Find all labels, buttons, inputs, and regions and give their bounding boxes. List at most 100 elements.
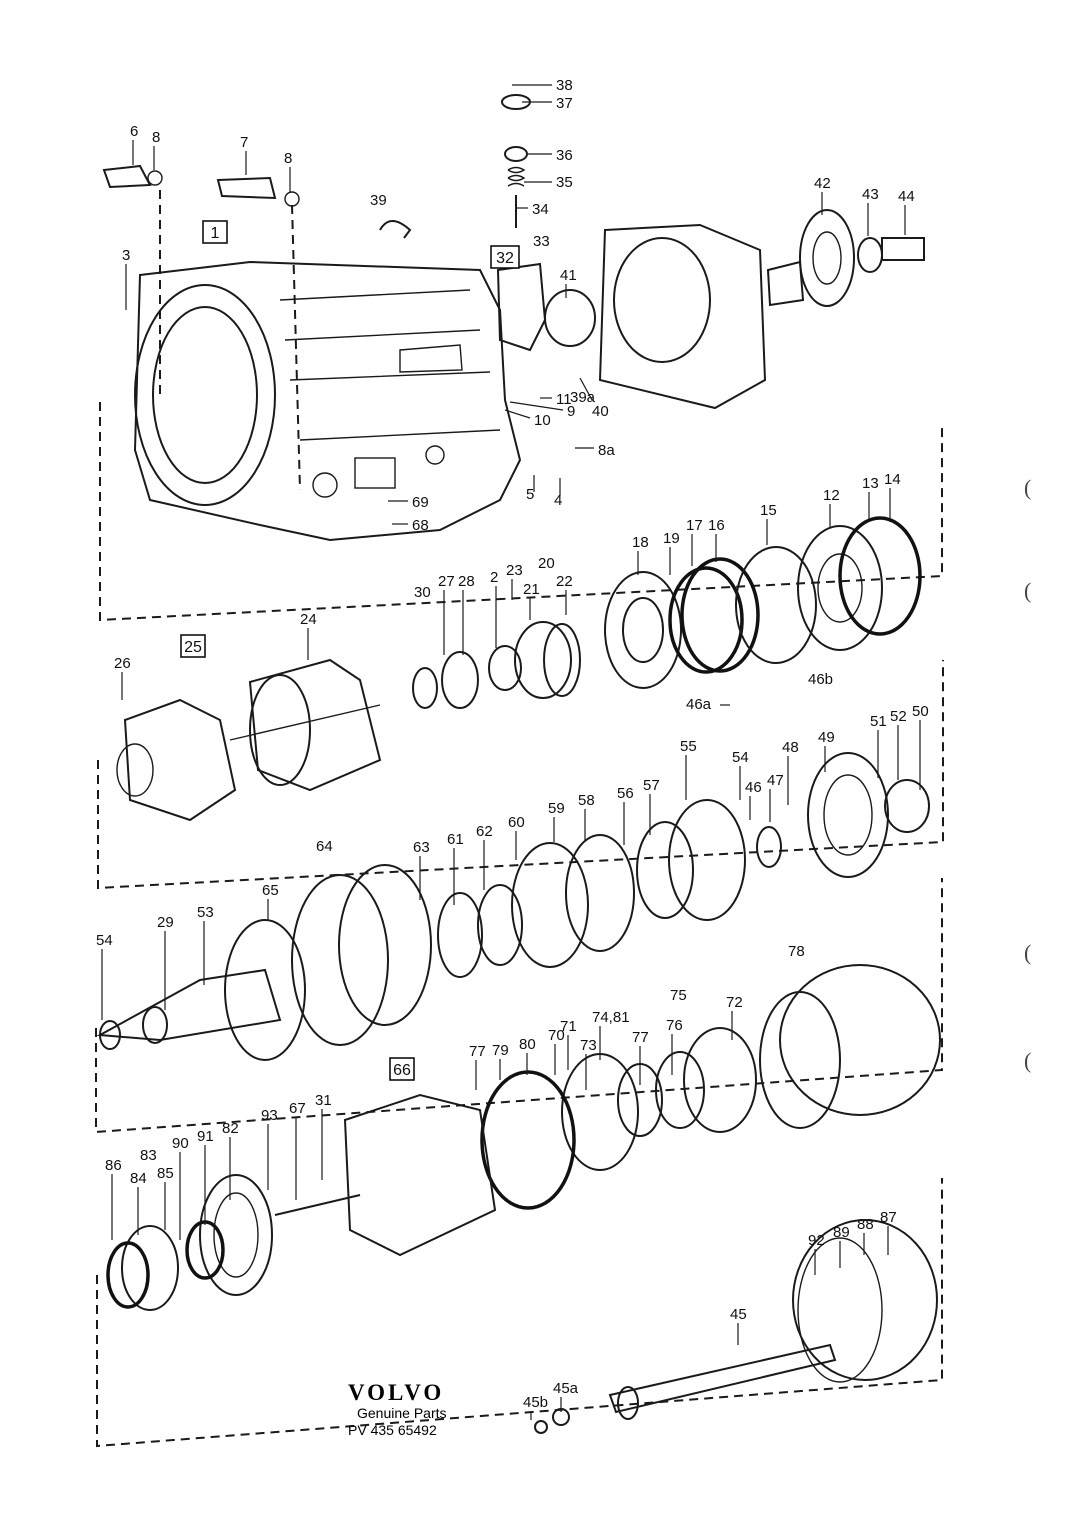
part-callout: 90 — [172, 1135, 189, 1152]
part-callout: 13 — [862, 475, 879, 492]
part-number-label: PV 435 65492 — [348, 1422, 437, 1438]
part-callout: 26 — [114, 655, 131, 672]
volvo-logo: VOLVO — [348, 1380, 444, 1405]
part-callout: 45a — [553, 1380, 579, 1397]
part-callout: 20 — [538, 555, 555, 572]
part-callout: 49 — [818, 729, 835, 746]
part-callout: 82 — [222, 1120, 239, 1137]
margin-mark: ( — [1024, 1048, 1031, 1073]
margin-marks: ( ( ( ( — [1024, 475, 1031, 1073]
callout-leader — [579, 377, 593, 401]
valve-stack — [102, 94, 596, 491]
assembly-box — [389, 1057, 415, 1081]
part-callout: 19 — [663, 530, 680, 547]
part-callout: 89 — [833, 1224, 850, 1241]
part-callout: 21 — [523, 581, 540, 598]
part-callout: 3 — [122, 247, 130, 264]
part-callout: 85 — [157, 1165, 174, 1182]
part-callout: 16 — [708, 517, 725, 534]
part-callout: 45 — [730, 1306, 747, 1323]
part-callout: 44 — [898, 188, 915, 205]
part-callout: 8 — [284, 150, 292, 167]
part-callout: 83 — [140, 1147, 157, 1164]
part-callout: 4 — [554, 492, 562, 509]
part-callout: 46a — [686, 696, 712, 713]
part-callout: 87 — [880, 1209, 897, 1226]
genuine-parts-label: Genuine Parts — [357, 1405, 447, 1421]
part-callout: 69 — [412, 494, 429, 511]
part-callout: 64 — [316, 838, 333, 855]
part-callout: 55 — [680, 738, 697, 755]
part-callout: 43 — [862, 186, 879, 203]
part-callout: 41 — [560, 267, 577, 284]
part-callout: 47 — [767, 772, 784, 789]
transmission-housing — [133, 260, 522, 542]
assembly-number-boxes: 1 32 25 66 — [180, 220, 520, 1081]
part-callout: 34 — [532, 201, 549, 218]
part-callout: 79 — [492, 1042, 509, 1059]
part-callout: 42 — [814, 175, 831, 192]
part-callout: 68 — [412, 517, 429, 534]
part-callout: 60 — [508, 814, 525, 831]
margin-mark: ( — [1024, 475, 1031, 500]
section-frames — [95, 402, 944, 1448]
part-callout: 80 — [519, 1036, 536, 1053]
part-callout: 9 — [567, 403, 575, 420]
part-callout: 92 — [808, 1232, 825, 1249]
rear-clutch-assembly — [106, 964, 941, 1434]
assembly-number: 25 — [184, 639, 202, 656]
part-callout: 45b — [523, 1394, 548, 1411]
part-callout: 15 — [760, 502, 777, 519]
part-callout: 77 — [469, 1043, 486, 1060]
part-callout: 74,81 — [592, 1009, 630, 1026]
part-callout: 88 — [857, 1216, 874, 1233]
part-callout: 54 — [732, 749, 749, 766]
part-callout: 27 — [438, 573, 455, 590]
part-callout: 54 — [96, 932, 113, 949]
part-callout: 8a — [598, 442, 615, 459]
part-callout: 71 — [560, 1018, 577, 1035]
part-callout: 39 — [370, 192, 387, 209]
part-callout: 30 — [414, 584, 431, 601]
part-callout: 67 — [289, 1100, 306, 1117]
part-callout: 70 — [548, 1027, 565, 1044]
part-callout: 8 — [152, 129, 160, 146]
part-callout: 24 — [300, 611, 317, 628]
part-callout: 36 — [556, 147, 573, 164]
part-callout: 33 — [533, 233, 550, 250]
part-callout: 59 — [548, 800, 565, 817]
part-callout: 5 — [526, 486, 534, 503]
part-callout: 61 — [447, 831, 464, 848]
part-callout: 35 — [556, 174, 573, 191]
assembly-number: 66 — [393, 1062, 411, 1079]
part-callout: 11 — [556, 391, 572, 408]
part-callout: 77 — [632, 1029, 649, 1046]
part-callout: 46 — [745, 779, 762, 796]
volvo-brand-block: VOLVO Genuine Parts PV 435 65492 — [348, 1380, 447, 1438]
part-callout: 10 — [534, 412, 551, 429]
margin-mark: ( — [1024, 940, 1031, 965]
part-callout: 76 — [666, 1017, 683, 1034]
part-callout: 31 — [315, 1092, 332, 1109]
part-callout: 86 — [105, 1157, 122, 1174]
part-callout: 14 — [884, 471, 901, 488]
part-callout: 6 — [130, 123, 138, 140]
part-callout: 12 — [823, 487, 840, 504]
part-callout: 56 — [617, 785, 634, 802]
assembly-box — [490, 245, 520, 269]
part-callout: 58 — [578, 792, 595, 809]
assembly-number: 1 — [211, 225, 220, 242]
part-callout: 91 — [197, 1128, 214, 1145]
part-callout: 39a — [570, 389, 596, 406]
part-callout: 84 — [130, 1170, 147, 1187]
assembly-number: 32 — [496, 250, 514, 267]
assembly-box — [202, 220, 228, 244]
part-callout: 22 — [556, 573, 573, 590]
callout-leader — [504, 409, 531, 419]
part-callout: 50 — [912, 703, 929, 720]
part-callout: 72 — [726, 994, 743, 1011]
planetary-gear-assembly — [96, 752, 930, 1061]
margin-mark: ( — [1024, 578, 1031, 603]
extension-housing — [598, 209, 925, 410]
